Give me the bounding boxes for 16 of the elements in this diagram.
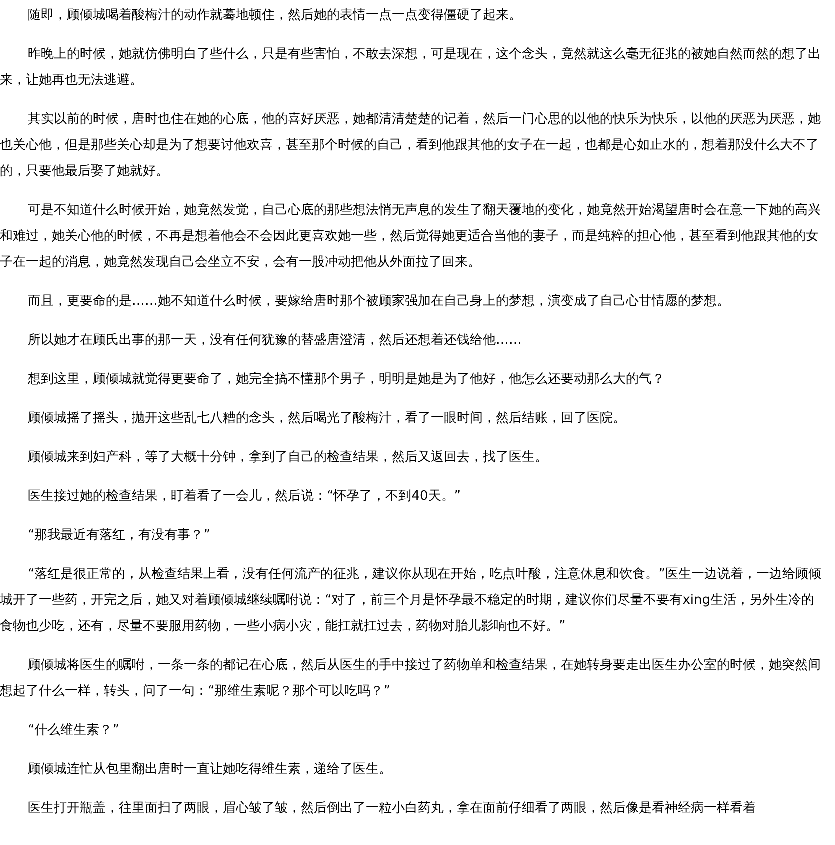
- paragraph: 医生打开瓶盖，往里面扫了两眼，眉心皱了皱，然后倒出了一粒小白药丸，拿在面前仔细看了两眼，然后像是看神经病一样看着: [27, 800, 757, 818]
- paragraph: 顾倾城连忙从包里翻出唐时一直让她吃得维生素，递给了医生。: [27, 761, 393, 779]
- paragraph: “落红是很正常的，从检查结果上看，没有任何流产的征兆，建议你从现在开始，吃点叶酸，注意休息和饮食。”医生一边说着，一边给顾倾城开了一些药，开完之后，她又对着顾倾城继续嘱咐说：“对了，前三个月是怀孕最不稳定的时期，建议你们尽量不要有xing生活，另外生冷的食物也少吃，还有，尽量不要服用药物，一些小病小灾，能扛就扛过去，药物对胎儿影响也不好。”: [0, 566, 822, 636]
- paragraph: 顾倾城摇了摇头，抛开这些乱七八糟的念头，然后喝光了酸梅汁，看了一眼时间，然后结账，回了医院。: [27, 410, 627, 428]
- paragraph: 所以她才在顾氏出事的那一天，没有任何犹豫的替盛唐澄清，然后还想着还钱给他……: [27, 332, 523, 350]
- paragraph: 顾倾城来到妇产科，等了大概十分钟，拿到了自己的检查结果，然后又返回去，找了医生。: [27, 449, 549, 467]
- paragraph: 而且，更要命的是……她不知道什么时候，要嫁给唐时那个被顾家强加在自己身上的梦想，演变成了自己心甘情愿的梦想。: [27, 293, 731, 311]
- paragraph: 想到这里，顾倾城就觉得更要命了，她完全搞不懂那个男子，明明是她是为了他好，他怎么还要动那么大的气？: [27, 371, 666, 389]
- paragraph: “那我最近有落红，有没有事？”: [27, 527, 212, 545]
- paragraph: “什么维生素？”: [27, 722, 120, 740]
- paragraph: 顾倾城将医生的嘱咐，一条一条的都记在心底，然后从医生的手中接过了药物单和检查结果，在她转身要走出医生办公室的时候，她突然间想起了什么一样，转头，问了一句：“那维生素呢？那个可以吃吗？”: [0, 657, 822, 701]
- paragraph: 昨晚上的时候，她就仿佛明白了些什么，只是有些害怕，不敢去深想，可是现在，这个念头，竟然就这么毫无征兆的被她自然而然的想了出来，让她再也无法逃避。: [0, 46, 822, 90]
- paragraph: 随即，顾倾城喝着酸梅汁的动作就蓦地顿住，然后她的表情一点一点变得僵硬了起来。: [27, 7, 523, 25]
- paragraph: 医生接过她的检查结果，盯着看了一会儿，然后说：“怀孕了，不到40天。”: [27, 488, 462, 506]
- paragraph: 可是不知道什么时候开始，她竟然发觉，自己心底的那些想法悄无声息的发生了翻天覆地的变化，她竟然开始渴望唐时会在意一下她的高兴和难过，她关心他的时候，不再是想着他会不会因此更喜欢她一些，然后觉得她更适合当他的妻子，而是纯粹的担心他，甚至看到他跟其他的女子在一起的消息，她竟然发现自己会坐立不安，会有一股冲动把他从外面拉了回来。: [0, 202, 822, 272]
- paragraph: 其实以前的时候，唐时也住在她的心底，他的喜好厌恶，她都清清楚楚的记着，然后一门心思的以他的快乐为快乐，以他的厌恶为厌恶，她也关心他，但是那些关心却是为了想要讨他欢喜，甚至那个时候的自己，看到他跟其他的女子在一起，也都是心如止水的，想着那没什么大不了的，只要他最后娶了她就好。: [0, 111, 822, 181]
